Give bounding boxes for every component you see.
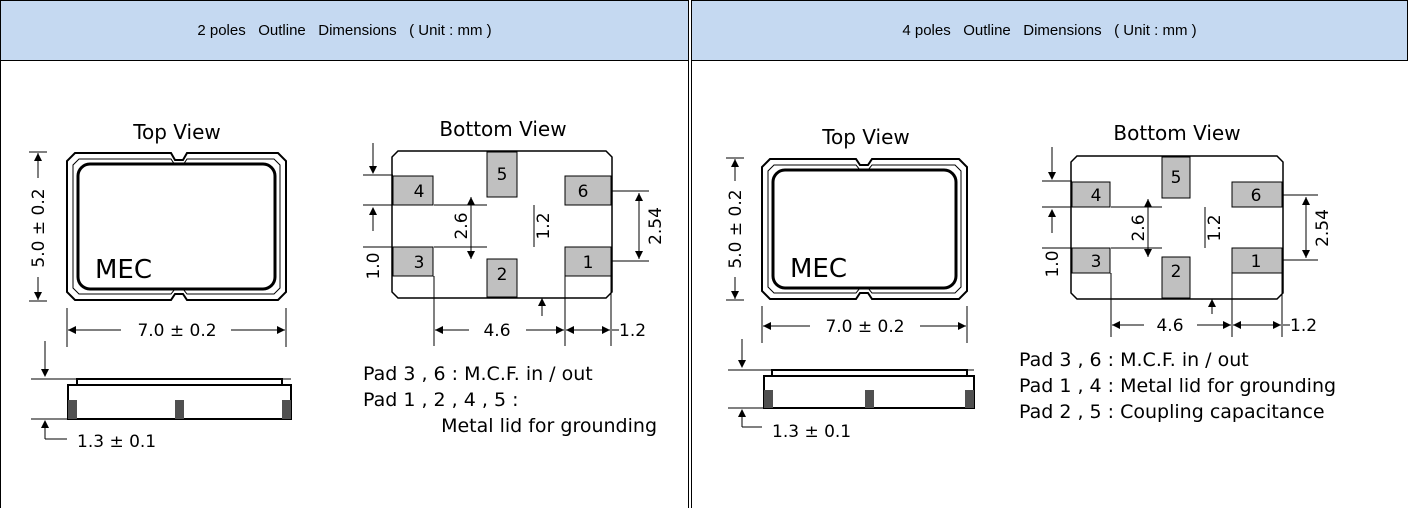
pad-label: 2 bbox=[497, 265, 508, 285]
package-outline bbox=[66, 152, 287, 301]
dim-pad-span: 2.6 bbox=[1129, 214, 1149, 241]
pad-1 bbox=[564, 246, 612, 277]
dim-height: 5.0 ± 0.2 bbox=[726, 189, 746, 268]
dim-pad-pitch-h: 4.6 bbox=[1156, 316, 1183, 336]
pad-note: Pad 3 , 6 : M.C.F. in / out bbox=[363, 363, 593, 385]
dim-center: 1.2 bbox=[1205, 214, 1225, 241]
panel-header: 4 poles Outline Dimensions ( Unit : mm ) bbox=[692, 0, 1408, 61]
dim-pad-span: 2.6 bbox=[452, 212, 472, 239]
brand-marking: MEC bbox=[95, 255, 152, 285]
dim-pad-width: 1.2 bbox=[619, 321, 646, 341]
pad-4 bbox=[1071, 181, 1111, 208]
pad-note: Pad 2 , 5 : Coupling capacitance bbox=[1019, 401, 1325, 423]
bottom-package-outline bbox=[391, 150, 613, 299]
side-terminal bbox=[764, 390, 773, 408]
pad-6 bbox=[1231, 181, 1283, 208]
top-view-label: Top View bbox=[132, 120, 221, 144]
pad-2 bbox=[1161, 256, 1191, 299]
panel-header: 2 poles Outline Dimensions ( Unit : mm ) bbox=[1, 0, 688, 61]
pad-label: 5 bbox=[1171, 168, 1182, 188]
pad-label: 2 bbox=[1171, 262, 1182, 282]
pad-5 bbox=[486, 151, 518, 198]
side-terminal bbox=[68, 400, 77, 419]
side-terminal bbox=[282, 400, 291, 419]
bottom-view-label: Bottom View bbox=[439, 117, 566, 141]
dim-pad-pitch-v: 1.0 bbox=[364, 252, 384, 279]
dim-thickness: 1.3 ± 0.1 bbox=[77, 432, 156, 452]
outline-drawing-4-poles: Top View MEC 5.0 ± 0.2 7.0 ± 0.2 1.3 ± 0… bbox=[726, 121, 1336, 442]
panel-2-poles: 2 poles Outline Dimensions ( Unit : mm )… bbox=[0, 0, 688, 508]
dim-pad-right: 2.54 bbox=[1313, 209, 1333, 247]
top-view-label: Top View bbox=[821, 125, 910, 149]
bottom-view-label: Bottom View bbox=[1113, 121, 1240, 145]
side-terminal bbox=[175, 400, 184, 419]
dim-width: 7.0 ± 0.2 bbox=[825, 317, 904, 337]
pad-3 bbox=[1071, 247, 1111, 274]
pad-label: 5 bbox=[497, 165, 508, 185]
pad-label: 3 bbox=[1091, 252, 1102, 272]
pad-4 bbox=[392, 175, 434, 206]
brand-marking: MEC bbox=[790, 254, 847, 284]
panel-4-poles: 4 poles Outline Dimensions ( Unit : mm )… bbox=[692, 0, 1408, 508]
dim-pad-pitch-v: 1.0 bbox=[1043, 250, 1063, 277]
pad-6 bbox=[564, 175, 612, 206]
pad-note: Pad 3 , 6 : M.C.F. in / out bbox=[1019, 349, 1249, 371]
lid-outline bbox=[76, 162, 277, 291]
pad-3 bbox=[392, 246, 434, 277]
dim-height: 5.0 ± 0.2 bbox=[29, 188, 49, 267]
dim-width: 7.0 ± 0.2 bbox=[137, 321, 216, 341]
pad-label: 4 bbox=[414, 182, 425, 202]
pad-5 bbox=[1161, 156, 1191, 199]
package-outline bbox=[761, 158, 968, 300]
side-terminal bbox=[865, 390, 874, 408]
pad-2 bbox=[486, 258, 518, 298]
dim-center: 1.2 bbox=[534, 212, 554, 239]
pad-label: 6 bbox=[578, 182, 589, 202]
pad-label: 4 bbox=[1091, 186, 1102, 206]
dim-pad-right: 2.54 bbox=[646, 207, 666, 245]
dim-thickness: 1.3 ± 0.1 bbox=[772, 422, 851, 442]
pad-label: 6 bbox=[1251, 186, 1262, 206]
pad-note: Pad 1 , 4 : Metal lid for grounding bbox=[1019, 375, 1336, 397]
lid-outline bbox=[771, 168, 958, 290]
dim-pad-width: 1.2 bbox=[1290, 316, 1317, 336]
pad-label: 1 bbox=[583, 253, 594, 273]
outline-drawing-2-poles: Top View MEC 5.0 ± 0.2 7.0 ± 0.2 1.3 ± 0… bbox=[29, 117, 666, 452]
pad-label: 1 bbox=[1251, 252, 1262, 272]
pad-note: Pad 1 , 2 , 4 , 5 : bbox=[363, 389, 519, 411]
side-terminal bbox=[965, 390, 974, 408]
bottom-package-outline bbox=[1070, 155, 1284, 300]
dim-pad-pitch-h: 4.6 bbox=[483, 321, 510, 341]
pad-1 bbox=[1231, 247, 1283, 274]
panel-divider bbox=[688, 0, 692, 508]
pad-label: 3 bbox=[414, 253, 425, 273]
pad-note: Metal lid for grounding bbox=[441, 415, 657, 437]
